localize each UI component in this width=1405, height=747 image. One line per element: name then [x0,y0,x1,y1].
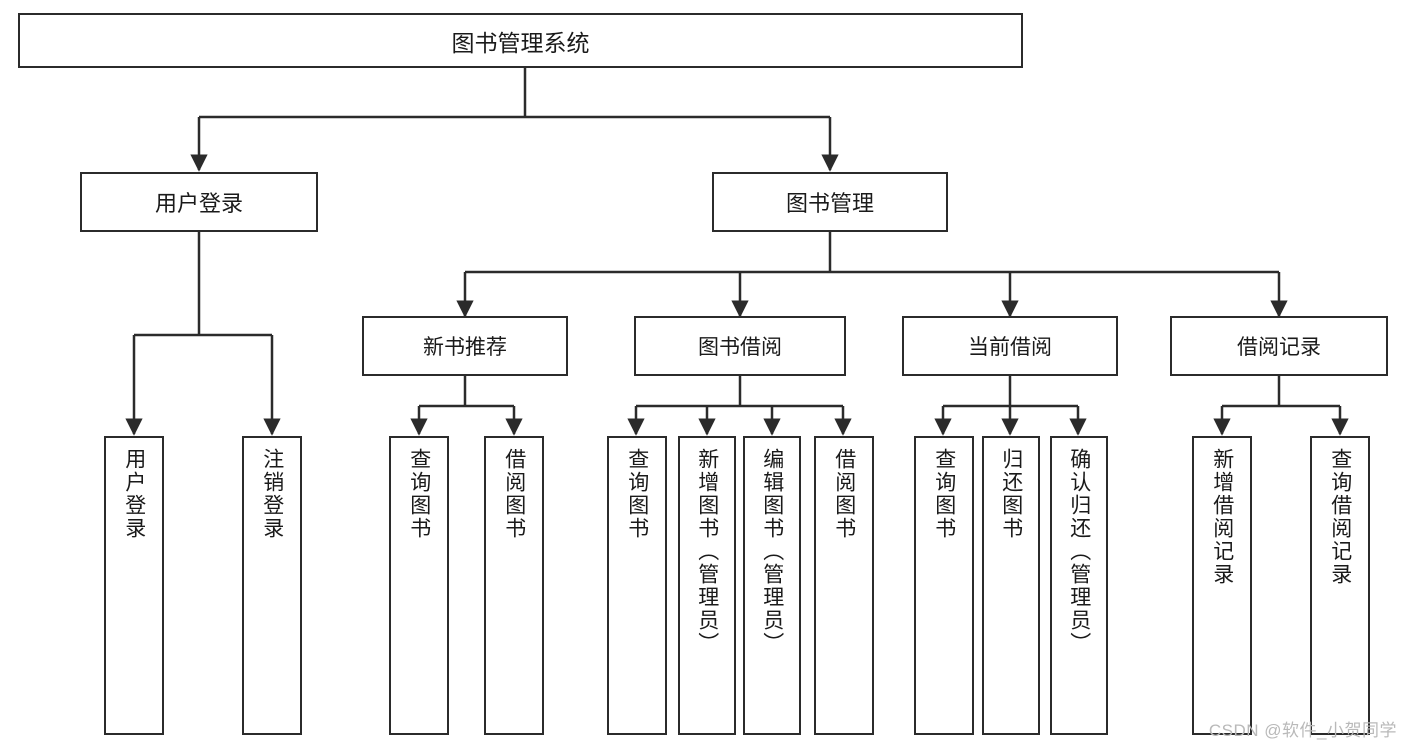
leaf-current-borrow-2[interactable]: 归还图书 [982,436,1040,735]
leaf-label: 注销登录 [260,448,284,540]
leaf-label: 查询图书 [932,448,956,540]
leaf-book-borrow-1[interactable]: 查询图书 [607,436,667,735]
node-user-login[interactable]: 用户登录 [80,172,318,232]
node-root[interactable]: 图书管理系统 [18,13,1023,68]
leaf-label: 查询图书 [625,448,649,540]
leaf-label: 编辑图书（管理员） [760,448,784,655]
leaf-user-login-2[interactable]: 注销登录 [242,436,302,735]
leaf-borrow-record-1[interactable]: 新增借阅记录 [1192,436,1252,735]
leaf-book-borrow-4[interactable]: 借阅图书 [814,436,874,735]
node-book-borrow[interactable]: 图书借阅 [634,316,846,376]
leaf-book-borrow-2[interactable]: 新增图书（管理员） [678,436,736,735]
leaf-label: 借阅图书 [832,448,856,540]
leaf-borrow-record-2[interactable]: 查询借阅记录 [1310,436,1370,735]
leaf-current-borrow-1[interactable]: 查询图书 [914,436,974,735]
leaf-book-borrow-3[interactable]: 编辑图书（管理员） [743,436,801,735]
leaf-label: 新增图书（管理员） [695,448,719,655]
node-current-borrow[interactable]: 当前借阅 [902,316,1118,376]
leaf-label: 归还图书 [999,448,1023,540]
leaf-new-book-2[interactable]: 借阅图书 [484,436,544,735]
node-borrow-record[interactable]: 借阅记录 [1170,316,1388,376]
leaf-label: 借阅图书 [502,448,526,540]
node-new-book-recommend[interactable]: 新书推荐 [362,316,568,376]
leaf-current-borrow-3[interactable]: 确认归还（管理员） [1050,436,1108,735]
leaf-label: 新增借阅记录 [1210,448,1234,586]
leaf-label: 查询借阅记录 [1328,448,1352,586]
leaf-label: 用户登录 [122,448,146,540]
leaf-label: 查询图书 [407,448,431,540]
leaf-label: 确认归还（管理员） [1067,448,1091,655]
node-book-manage[interactable]: 图书管理 [712,172,948,232]
watermark-text: CSDN @软件_小贺同学 [1208,721,1397,740]
leaf-user-login-1[interactable]: 用户登录 [104,436,164,735]
leaf-new-book-1[interactable]: 查询图书 [389,436,449,735]
